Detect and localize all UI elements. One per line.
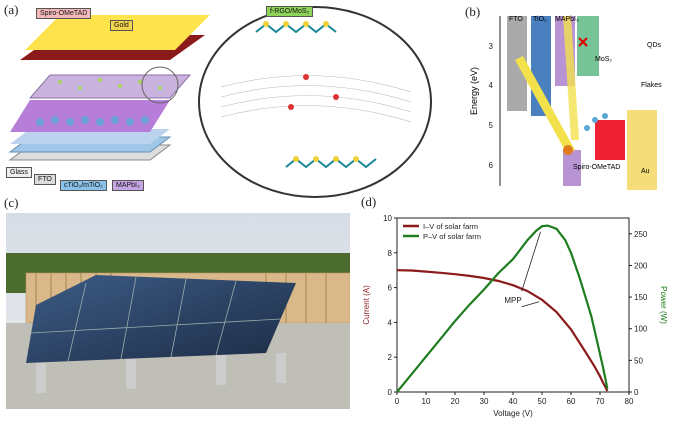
energy-ylabel: Energy (eV)	[469, 67, 479, 115]
y-axis-label: Current (A)	[362, 285, 371, 325]
energy-diagram: 3 4 5 6 Energy (eV)	[469, 16, 657, 190]
inset-tag: f-RGO/MoS₂	[266, 6, 314, 17]
au-label: Au	[641, 168, 650, 175]
panel-b: 3 4 5 6 Energy (eV) (b) FTO TiO₂ MAPbI₃ …	[455, 0, 676, 196]
xtick-label: 0	[395, 397, 400, 406]
y2tick-label: 0	[634, 388, 639, 397]
ytick-label: 4	[388, 318, 393, 327]
inset-zoom: f-RGO/MoS₂	[196, 2, 434, 198]
xtick-label: 40	[509, 397, 518, 406]
y2tick-label: 250	[634, 230, 648, 239]
panel-a-label: (a)	[4, 2, 19, 17]
series-line-0	[396, 269, 609, 392]
panel-c-label: (c)	[4, 195, 19, 210]
legend-label-1: P–V of solar farm	[423, 232, 481, 241]
spiro-tag: Spiro-OMeTAD	[36, 8, 92, 19]
ytick-3: 3	[489, 42, 494, 51]
xtick-label: 60	[567, 397, 576, 406]
panel-c: (c)	[4, 195, 351, 409]
fto-col-label: FTO	[509, 16, 523, 23]
xtick-label: 20	[451, 397, 460, 406]
xtick-label: 80	[625, 397, 634, 406]
mos2-col-label: MoS₂	[595, 56, 613, 63]
y2tick-label: 100	[634, 325, 648, 334]
y2-axis-label: Power (W)	[659, 286, 668, 324]
rgo-mos2-zoom	[198, 6, 432, 198]
ytick-4: 4	[489, 81, 494, 90]
mpp-arrow-bottom	[521, 301, 540, 308]
ytick-5: 5	[489, 121, 494, 130]
solar-farm-photo	[6, 213, 351, 409]
perovskite-cell-illustration	[8, 15, 210, 161]
mpp-arrow-top	[521, 231, 541, 292]
ytick-label: 10	[383, 214, 392, 223]
xtick-label: 50	[538, 397, 547, 406]
series-line-1	[396, 224, 609, 393]
glass-tag: Glass	[6, 167, 32, 178]
panel-b-label: (b)	[465, 4, 481, 19]
xtick-label: 10	[422, 397, 431, 406]
panel-d-label: (d)	[361, 194, 377, 209]
tio2-col-label: TiO₂	[533, 16, 547, 23]
ytick-6: 6	[489, 161, 494, 170]
ytick-label: 8	[388, 249, 393, 258]
ytick-label: 6	[388, 284, 393, 293]
y2tick-label: 150	[634, 293, 648, 302]
xtick-label: 30	[480, 397, 489, 406]
ytick-label: 2	[388, 353, 393, 362]
ytick-label: 0	[388, 388, 393, 397]
mpp-annotation: MPP	[504, 296, 521, 305]
xtick-label: 70	[596, 397, 605, 406]
y2tick-label: 200	[634, 261, 648, 270]
flakes-label: Flakes	[641, 82, 662, 89]
fto-tag: FTO	[34, 174, 56, 185]
spiro-label: Spiro-OMeTAD	[573, 164, 621, 171]
panel-a: (a) Spiro-OMeTAD Gold Glass FTO cTiO₂/mT…	[0, 0, 262, 196]
mapbi-col-label: MAPbI₃	[555, 16, 579, 23]
tio2-tag: cTiO₂/mTiO₂	[60, 180, 107, 191]
qds-label: QDs	[647, 42, 661, 49]
mapbi-tag: MAPbI₃	[112, 180, 144, 191]
y2tick-label: 50	[634, 356, 643, 365]
gold-tag: Gold	[110, 20, 133, 31]
legend-label-0: I–V of solar farm	[423, 222, 478, 231]
x-axis-label: Voltage (V)	[493, 409, 533, 418]
